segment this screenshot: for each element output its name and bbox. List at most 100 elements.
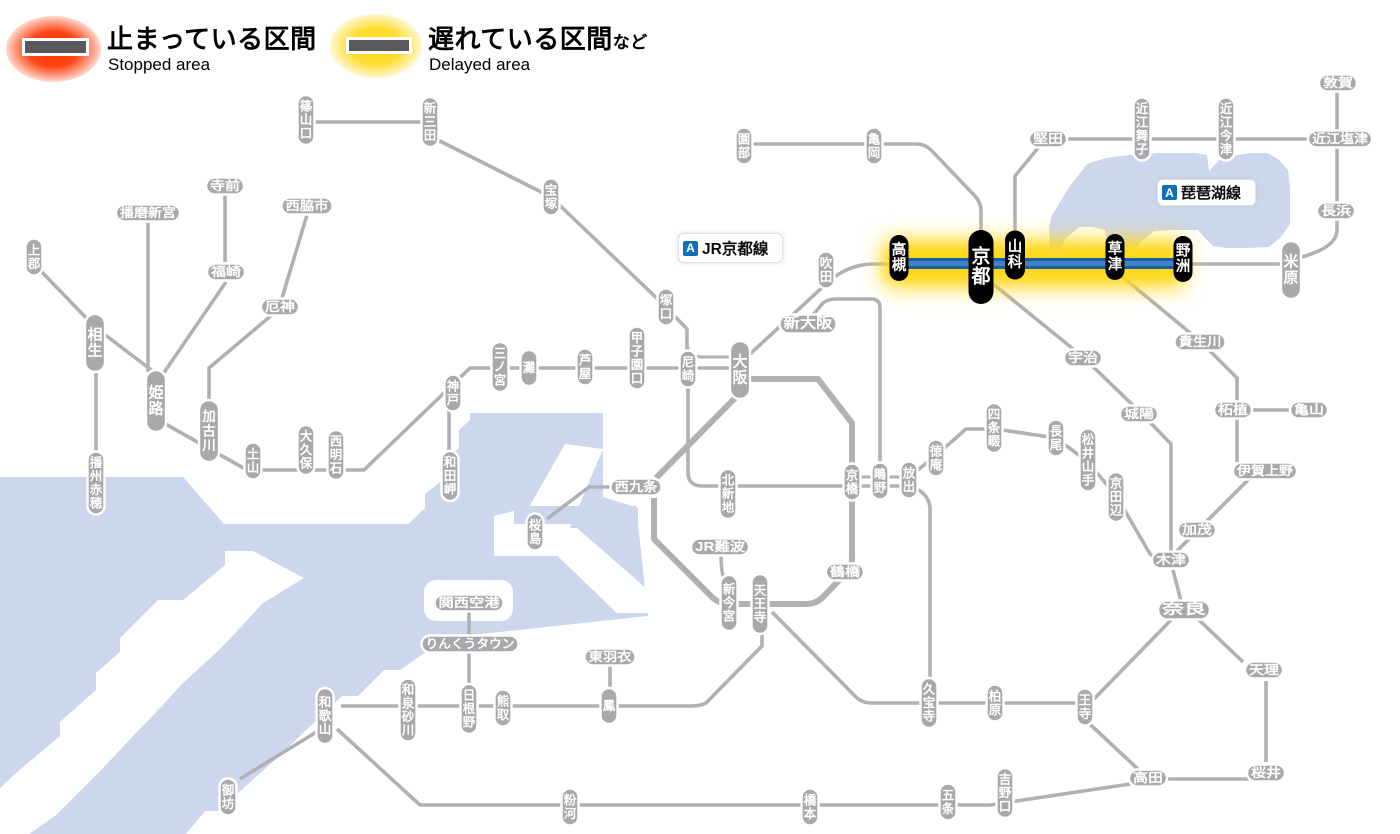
station-相生: 相生 [83, 312, 107, 374]
station-伊賀上野: 伊賀上野 [1231, 461, 1299, 481]
station-capsule [719, 573, 739, 633]
station-桜井: 桜井 [1245, 763, 1287, 783]
station-capsule [1005, 230, 1025, 280]
station-name-char: 条 [987, 420, 1001, 435]
rail-line [1117, 272, 1239, 462]
station-神戸: 神戸 [443, 373, 463, 413]
station-name-char: 州 [89, 469, 103, 483]
station-name-char: 田 [444, 469, 457, 483]
legend-item-stopped: 止まっている区間 Stopped area [0, 0, 330, 90]
station-高槻: 高槻 [889, 235, 909, 281]
station-米原: 米原 [1279, 239, 1303, 301]
station-name-char: 園 [631, 358, 644, 372]
rail-line [207, 312, 275, 400]
station-name-char: 和 [401, 682, 415, 697]
rail-line [335, 727, 1138, 807]
station-天王寺: 天王寺 [750, 572, 770, 636]
station-capsule [459, 682, 479, 736]
station-敦賀: 敦賀 [1317, 73, 1359, 93]
station-name-char: 口 [300, 127, 313, 141]
station-capsule [420, 634, 520, 654]
delayed-bar-icon [346, 37, 412, 54]
station-capsule [114, 203, 182, 223]
station-name: 新大阪 [784, 314, 834, 332]
station-name-char: 歌 [319, 708, 332, 723]
station-園部: 園部 [734, 126, 754, 166]
station-capsule [1216, 96, 1236, 162]
station-吹田: 吹田 [816, 250, 836, 290]
station-name-char: 日 [463, 689, 476, 703]
station-name-char: 吹 [820, 255, 833, 270]
station-name: 関西空港 [439, 595, 501, 610]
station-name-char: 都 [970, 266, 990, 288]
station-capsule [326, 428, 346, 482]
station-capsule [1046, 418, 1066, 458]
station-name-char: 坊 [222, 796, 235, 811]
station-capsule [560, 787, 580, 827]
rail-line [161, 280, 228, 376]
station-name: 宇治 [1068, 350, 1099, 365]
station-name-char: 槻 [892, 256, 907, 274]
station-日根野: 日根野 [459, 682, 479, 736]
station-name-char: 田 [820, 270, 833, 284]
station-りんくうタウン: りんくうタウン [420, 634, 520, 654]
station-capsule [1075, 687, 1095, 727]
legend: 止まっている区間 Stopped area 遅れている区間など Delayed … [0, 0, 700, 90]
station-capsule [689, 537, 751, 557]
station-関西空港: 関西空港 [433, 593, 505, 613]
station-capsule [86, 450, 106, 516]
station-name-char: 穂 [90, 495, 103, 510]
station-name-char: 野 [999, 786, 1012, 800]
station-capsule [1231, 461, 1299, 481]
station-name-char: 灘 [523, 360, 536, 375]
station-亀山: 亀山 [1288, 400, 1330, 420]
station-name-char: 口 [631, 371, 644, 385]
station-capsule [24, 237, 44, 277]
station-四条畷: 四条畷 [984, 401, 1004, 455]
station-capsule [995, 766, 1015, 820]
station-capsule [1176, 520, 1218, 540]
station-name-char: 山 [300, 112, 313, 127]
station-capsule [1106, 470, 1126, 524]
station-灘: 灘 [519, 348, 539, 388]
station-name-char: 近 [1136, 101, 1149, 116]
station-name-char: 播 [90, 455, 103, 470]
rail-line [686, 387, 908, 488]
rail-line [651, 376, 855, 607]
station-capsule [144, 368, 168, 434]
station-capsule [718, 467, 738, 521]
stopped-bar-icon [22, 38, 89, 56]
station-name-char: 庵 [930, 457, 943, 472]
station-name: 厄神 [265, 299, 295, 314]
station-西明石: 西明石 [326, 428, 346, 482]
station-name-char: 津 [1220, 141, 1233, 156]
station-capsule [1027, 129, 1069, 149]
station-name-char: 熊 [497, 693, 510, 708]
station-name: JR難波 [695, 539, 746, 554]
station-京田辺: 京田辺 [1106, 470, 1126, 524]
station-name-char: 芦 [579, 352, 592, 367]
station-name-char: 宮 [494, 373, 507, 388]
station-久宝寺: 久宝寺 [919, 676, 939, 730]
station-name: 亀山 [1294, 402, 1324, 417]
station-芦屋: 芦屋 [575, 347, 595, 387]
station-柘植: 柘植 [1212, 400, 1254, 420]
station-capsule [1173, 236, 1193, 282]
station-capsule [83, 312, 107, 374]
station-name-char: 久 [922, 682, 936, 697]
station-name-char: 山 [1008, 238, 1023, 255]
station-徳庵: 徳庵 [926, 438, 946, 478]
station-capsule [1105, 234, 1125, 280]
station-name-char: 神 [447, 378, 460, 393]
station-新大阪: 新大阪 [778, 313, 838, 335]
station-姫路: 姫路 [144, 368, 168, 434]
station-name: 城陽 [1124, 406, 1155, 421]
station-name-char: 子 [631, 344, 644, 358]
station-柏原: 柏原 [985, 683, 1005, 723]
harbor-pier [546, 528, 648, 613]
station-name-char: 本 [804, 806, 817, 821]
station-name-char: 石 [329, 462, 343, 476]
